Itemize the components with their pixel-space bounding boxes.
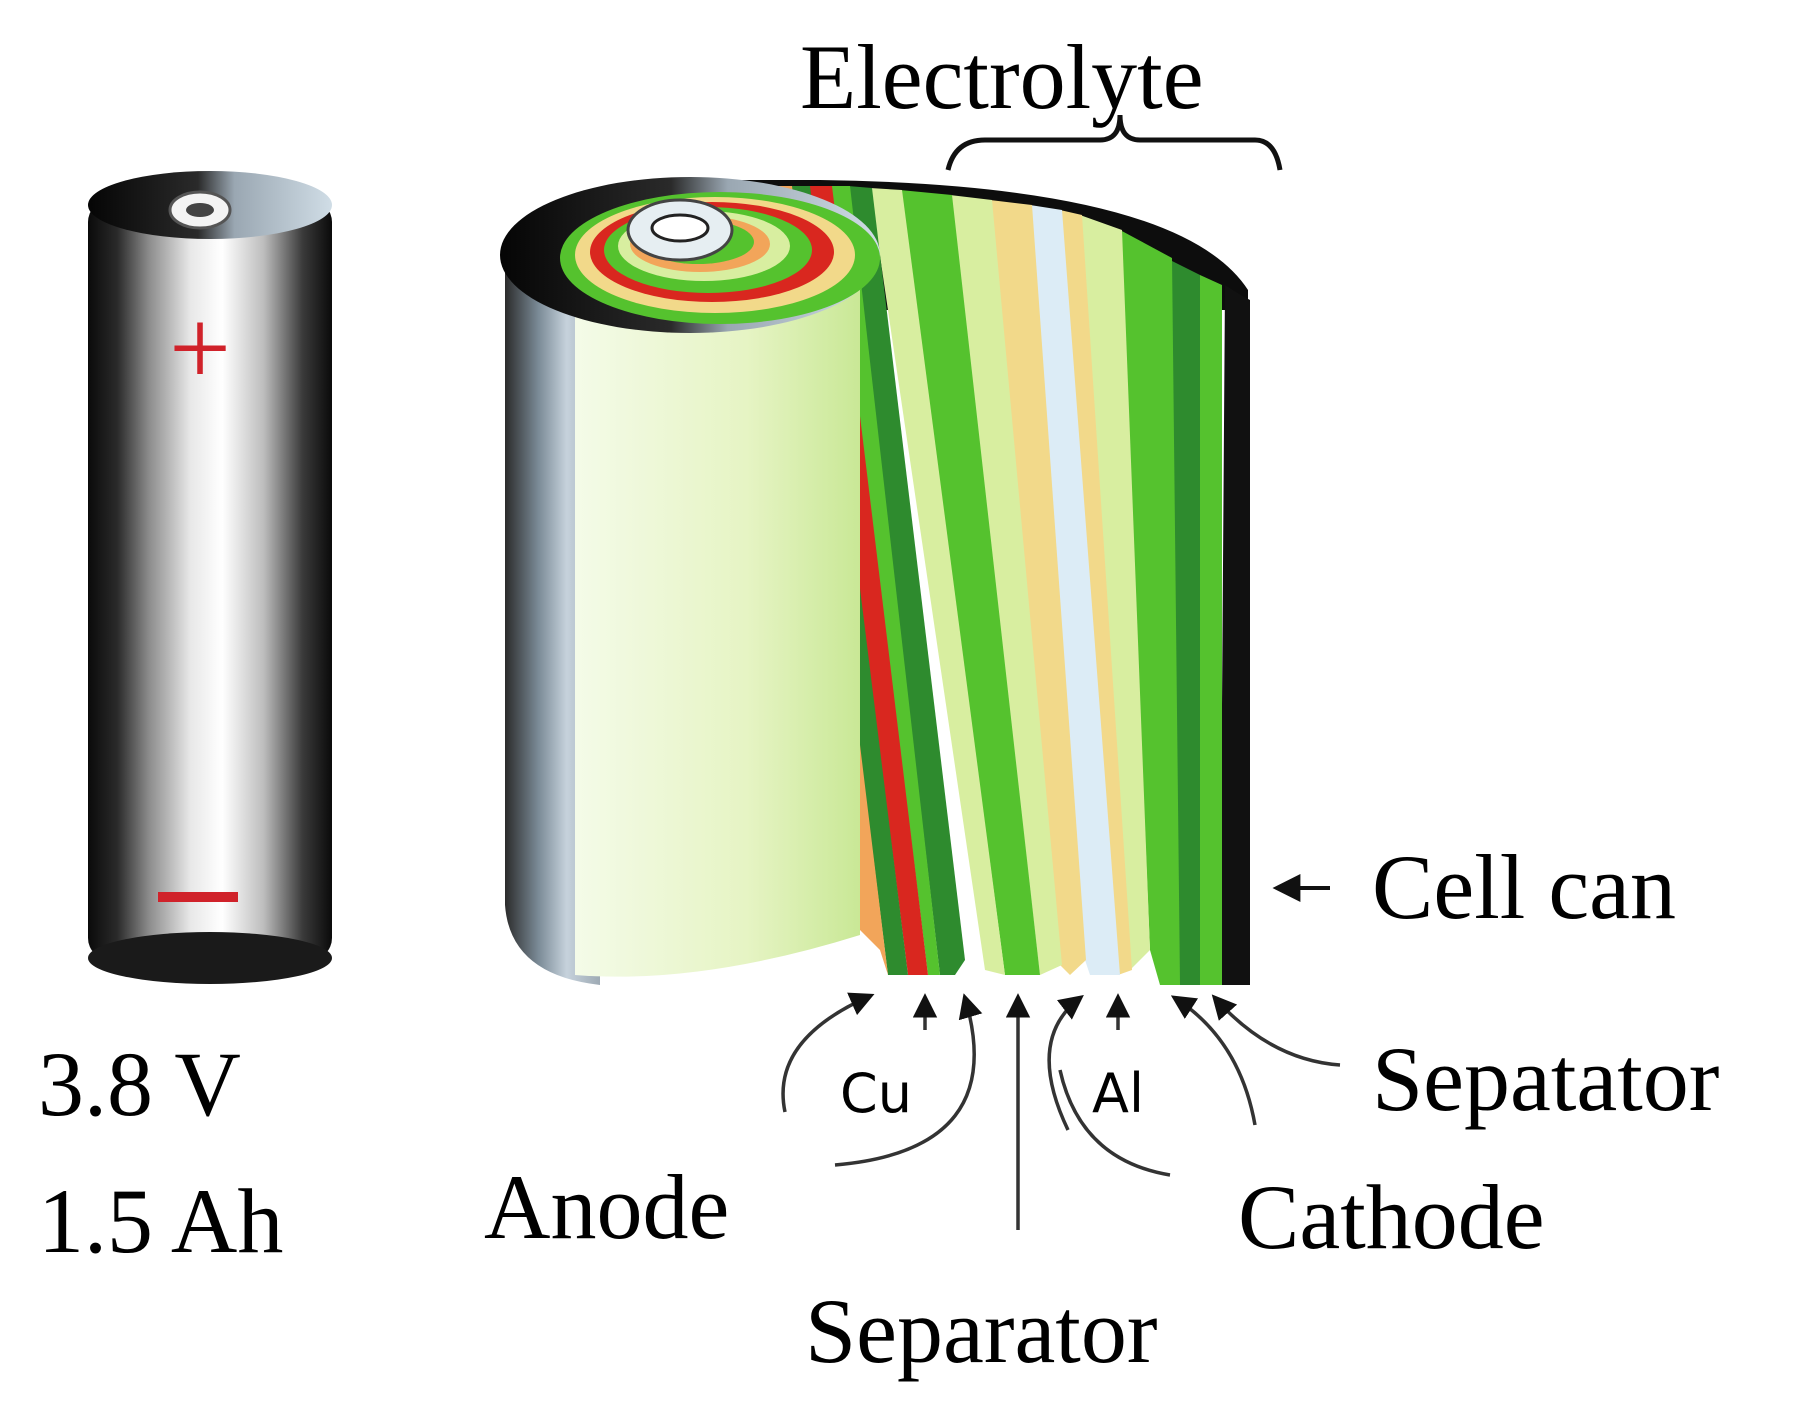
cathode-arrow-2 bbox=[1058, 1069, 1171, 1177]
layer-light-green-mid bbox=[950, 195, 1062, 975]
cathode-arrow-3 bbox=[1170, 995, 1257, 1126]
layer-green-outer bbox=[1200, 275, 1222, 985]
cu-label: Cu bbox=[840, 1062, 912, 1125]
capacity-label: 1.5 Ah bbox=[38, 1170, 283, 1272]
anode-label: Anode bbox=[484, 1156, 729, 1258]
layer-separator-center bbox=[900, 190, 1040, 975]
layer-light-green-cathode bbox=[1080, 215, 1150, 970]
pointer-arrows bbox=[781, 992, 1341, 1230]
layer-yellow-mid bbox=[990, 200, 1086, 975]
cathode-arrow-1 bbox=[1047, 995, 1084, 1131]
layer-yellow-cathode bbox=[1060, 210, 1132, 975]
layer-black-can bbox=[1220, 285, 1250, 985]
layer-al bbox=[1030, 205, 1120, 975]
anode-arrow-2 bbox=[834, 993, 983, 1167]
layer-dark-green bbox=[848, 186, 965, 975]
plus-sign: + bbox=[169, 287, 231, 409]
cathode-label: Cathode bbox=[1238, 1166, 1545, 1268]
anode-arrow bbox=[781, 992, 875, 1113]
sepatator-label: Sepatator bbox=[1372, 1028, 1719, 1130]
al-label: Al bbox=[1092, 1062, 1144, 1125]
separator-label: Separator bbox=[805, 1280, 1158, 1382]
electrolyte-bracket bbox=[945, 114, 1283, 171]
layer-light-green-anode bbox=[870, 188, 1005, 975]
battery-body bbox=[88, 200, 332, 960]
cell-cutaway bbox=[500, 177, 1250, 985]
electrolyte-label: Electrolyte bbox=[800, 26, 1204, 128]
layer-green-sepatator bbox=[1120, 230, 1180, 985]
aa-battery: + bbox=[88, 171, 332, 984]
cell-can-label: Cell can bbox=[1372, 836, 1676, 938]
minus-sign bbox=[158, 892, 238, 902]
voltage-label: 3.8 V bbox=[38, 1033, 241, 1135]
battery-bottom bbox=[88, 932, 332, 984]
jelly-roll-body bbox=[575, 260, 860, 977]
sepatator-arrow bbox=[1211, 994, 1341, 1067]
